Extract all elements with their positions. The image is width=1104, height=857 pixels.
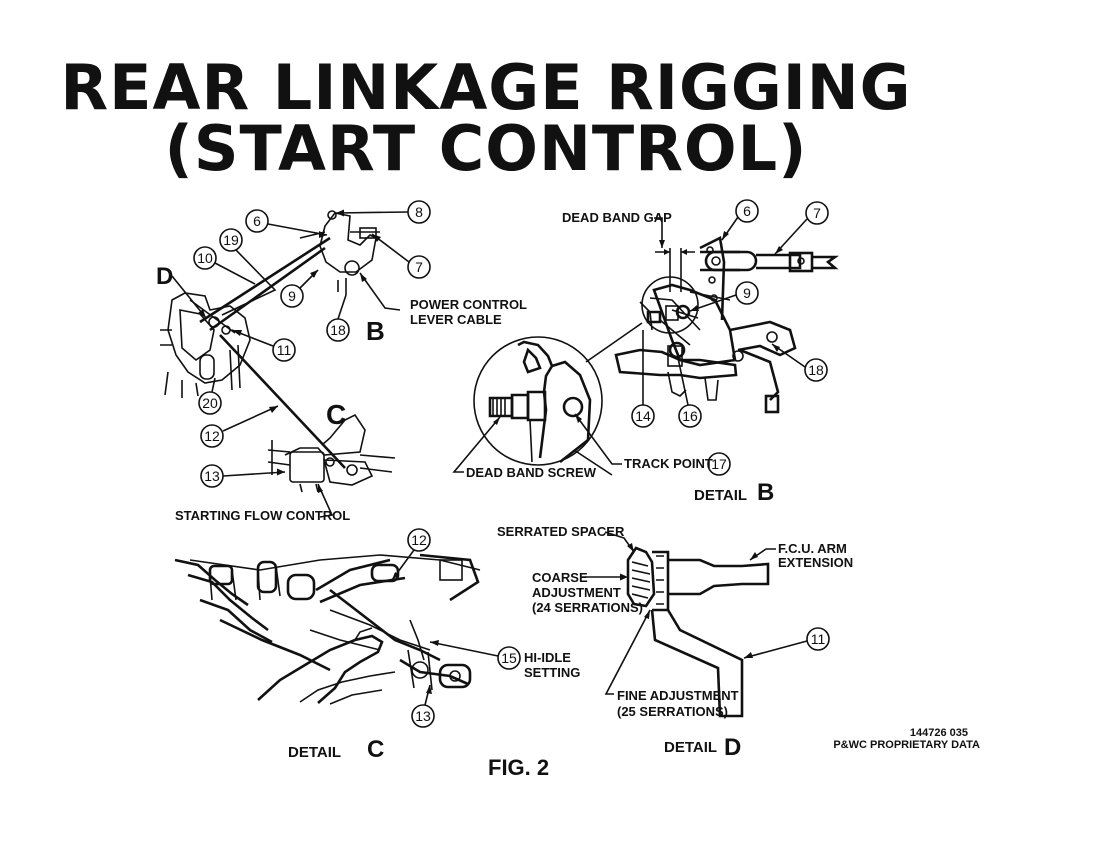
svg-text:19: 19 — [223, 232, 239, 248]
svg-text:11: 11 — [277, 342, 292, 358]
svg-text:9: 9 — [743, 285, 751, 301]
detail-c-callout-15: 15 — [429, 640, 521, 670]
svg-text:13: 13 — [204, 468, 220, 484]
detail-b-magnified — [473, 322, 643, 476]
detail-c-view — [174, 553, 481, 705]
coarse-label-3: (24 SERRATIONS) — [532, 600, 643, 615]
detail-c-callout-12: 12 — [391, 528, 431, 581]
serrated-spacer-label: SERRATED SPACER — [497, 524, 625, 539]
main-callout-19: 19 — [219, 228, 277, 316]
detail-b-view — [614, 236, 840, 414]
main-callout-18: 18 — [326, 294, 350, 342]
svg-text:15: 15 — [501, 650, 517, 666]
title-line-2: (START CONTROL) — [164, 112, 808, 185]
main-callout-11: 11 — [231, 329, 296, 362]
detail-c-letter: C — [367, 736, 384, 763]
svg-text:11: 11 — [811, 631, 826, 647]
detail-b-callout-16: 16 — [677, 357, 702, 428]
detail-b-callout-14: 14 — [631, 330, 655, 428]
detail-b-callout-18: 18 — [771, 343, 828, 382]
document-code: 144726 035 — [910, 727, 968, 739]
svg-text:6: 6 — [253, 213, 261, 229]
main-callout-10: 10 — [193, 246, 256, 285]
detail-b-callout-9: 9 — [689, 281, 759, 312]
detail-d-letter: D — [724, 734, 741, 761]
detail-c-word: DETAIL — [288, 744, 341, 761]
main-callout-9: 9 — [280, 269, 319, 308]
detail-c-callout-13: 13 — [411, 684, 435, 728]
svg-text:13: 13 — [415, 708, 431, 724]
detail-b-word: DETAIL — [694, 487, 747, 504]
svg-text:8: 8 — [415, 204, 423, 220]
coarse-label-2: ADJUSTMENT — [532, 585, 621, 600]
track-point-label: TRACK POINT — [624, 456, 713, 471]
detail-b-callout-17: 17 — [707, 452, 731, 476]
detail-d-callout-11: 11 — [743, 627, 830, 659]
svg-text:18: 18 — [330, 322, 346, 338]
svg-text:17: 17 — [711, 456, 727, 472]
view-letter-b: B — [366, 316, 385, 346]
main-callout-8: 8 — [335, 200, 431, 224]
main-callout-12: 12 — [200, 405, 279, 448]
fine-label-2: (25 SERRATIONS) — [617, 704, 728, 719]
fcu-arm-label-1: F.C.U. ARM — [778, 541, 847, 556]
detail-d-word: DETAIL — [664, 739, 717, 756]
svg-text:16: 16 — [682, 408, 698, 424]
detail-b-callout-6: 6 — [721, 199, 759, 241]
figure-caption: FIG. 2 — [488, 755, 549, 780]
hi-idle-label-2: SETTING — [524, 665, 580, 680]
title-line-1: REAR LINKAGE RIGGING — [60, 51, 912, 124]
dead-band-screw-label: DEAD BAND SCREW — [466, 465, 597, 480]
main-callout-6: 6 — [245, 209, 328, 238]
svg-text:18: 18 — [808, 362, 824, 378]
view-letter-c: C — [326, 399, 346, 430]
main-engine-view — [160, 210, 396, 493]
main-callout-13: 13 — [200, 464, 286, 488]
proprietary-notice: P&WC PROPRIETARY DATA — [833, 739, 980, 751]
svg-text:20: 20 — [202, 395, 218, 411]
power-control-label-1: POWER CONTROL — [410, 297, 527, 312]
power-control-label-2: LEVER CABLE — [410, 312, 502, 327]
detail-b-letter: B — [757, 479, 774, 506]
svg-text:9: 9 — [288, 288, 296, 304]
view-letter-d: D — [156, 263, 173, 290]
main-callout-20: 20 — [198, 377, 222, 415]
main-callout-7: 7 — [371, 233, 431, 279]
fcu-arm-label-2: EXTENSION — [778, 555, 853, 570]
svg-text:12: 12 — [204, 428, 220, 444]
svg-text:12: 12 — [411, 532, 427, 548]
svg-text:10: 10 — [197, 250, 213, 266]
fine-label-1: FINE ADJUSTMENT — [617, 688, 739, 703]
svg-text:7: 7 — [813, 205, 821, 221]
coarse-label-1: COARSE — [532, 570, 588, 585]
hi-idle-label-1: HI-IDLE — [524, 650, 571, 665]
svg-text:6: 6 — [743, 203, 751, 219]
svg-text:14: 14 — [635, 408, 651, 424]
detail-b-callout-7: 7 — [774, 201, 829, 255]
svg-text:7: 7 — [415, 259, 423, 275]
dead-band-gap-label: DEAD BAND GAP — [562, 210, 672, 225]
detail-d-view — [626, 546, 770, 718]
starting-flow-control-label: STARTING FLOW CONTROL — [175, 508, 350, 523]
